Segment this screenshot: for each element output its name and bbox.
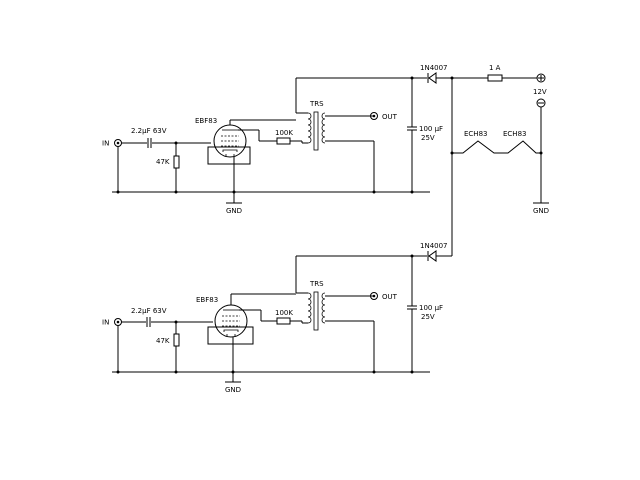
transformer-label-2: TRS xyxy=(309,280,324,288)
input-jack-1 xyxy=(114,139,122,147)
output-label-2: OUT xyxy=(382,293,398,301)
diode-1 xyxy=(427,72,437,84)
heater-label-2: ECH83 xyxy=(503,130,526,138)
output-jack-1 xyxy=(370,112,378,120)
input-jack-2 xyxy=(114,318,122,326)
ground-label-2: GND xyxy=(225,386,241,394)
filter-capacitor-value-2: 100 µF xyxy=(419,304,443,312)
anode-resistor-label-1: 100K xyxy=(275,129,293,137)
negative-terminal-icon xyxy=(536,98,546,108)
anode-resistor-2 xyxy=(276,317,291,325)
tube-1 xyxy=(207,124,251,165)
heater-chain xyxy=(452,140,541,154)
transformer-label-1: TRS xyxy=(309,100,324,108)
filter-capacitor-2 xyxy=(407,305,417,310)
filter-capacitor-value-1: 100 µF xyxy=(419,125,443,133)
ground-label-1: GND xyxy=(226,207,242,215)
anode-resistor-1 xyxy=(276,137,291,145)
coupling-capacitor-2 xyxy=(146,317,151,327)
tube-label-2: EBF83 xyxy=(196,296,218,304)
grid-resistor-2 xyxy=(173,333,180,347)
filter-capacitor-1 xyxy=(407,126,417,131)
input-label-2: IN xyxy=(102,319,109,327)
tube-label-1: EBF83 xyxy=(195,117,217,125)
power-supply: 1 A 12V ECH83 ECH83 GND xyxy=(450,64,549,256)
tube-2 xyxy=(207,304,254,345)
diode-label-2: 1N4007 xyxy=(420,242,448,250)
output-jack-2 xyxy=(370,292,378,300)
fuse-label: 1 A xyxy=(489,64,501,72)
diode-label-1: 1N4007 xyxy=(420,64,448,72)
diode-2 xyxy=(427,250,437,262)
supply-ground-label: GND xyxy=(533,207,549,215)
coupling-capacitor-label-2: 2.2µF 63V xyxy=(131,307,167,315)
transformer-2 xyxy=(307,291,326,331)
stage-2: IN 2.2µF 63V 47K EBF83 xyxy=(102,242,452,394)
grid-resistor-1 xyxy=(173,155,180,169)
anode-resistor-label-2: 100K xyxy=(275,309,293,317)
input-label-1: IN xyxy=(102,140,109,148)
filter-capacitor-voltage-1: 25V xyxy=(421,134,435,142)
stage-1: IN 2.2µF 63V 47K EBF83 xyxy=(102,64,488,215)
output-label-1: OUT xyxy=(382,113,398,121)
filter-capacitor-voltage-2: 25V xyxy=(421,313,435,321)
coupling-capacitor-1 xyxy=(147,138,152,148)
grid-resistor-label-2: 47K xyxy=(156,337,170,345)
coupling-capacitor-label-1: 2.2µF 63V xyxy=(131,127,167,135)
transformer-1 xyxy=(307,111,326,151)
supply-voltage-label: 12V xyxy=(533,88,547,96)
grid-resistor-label-1: 47K xyxy=(156,158,170,166)
fuse xyxy=(487,74,503,82)
positive-terminal-icon xyxy=(536,73,546,83)
heater-label-1: ECH83 xyxy=(464,130,487,138)
